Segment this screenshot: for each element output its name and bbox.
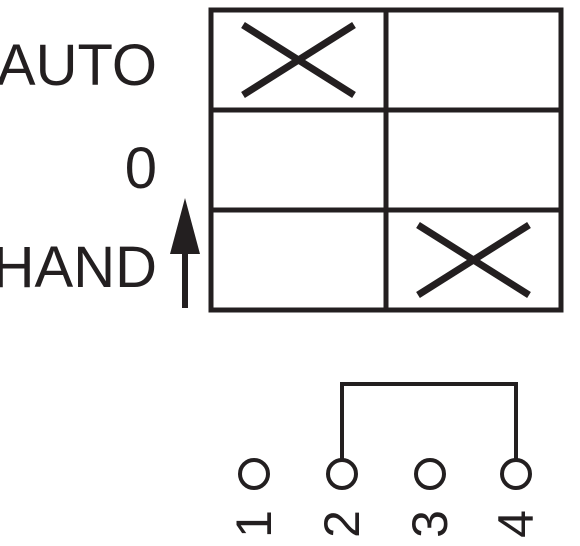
contact-marks	[241, 22, 531, 298]
terminal-label-2: 2	[314, 510, 370, 538]
position-label-off: 0	[125, 136, 157, 201]
terminal-1-icon	[238, 458, 270, 490]
contact-grid	[208, 7, 564, 313]
contact-closed-mark	[416, 222, 531, 298]
terminal-4-icon	[500, 458, 532, 490]
momentary-arrow-icon	[170, 198, 200, 308]
contact-bridge	[340, 382, 518, 460]
position-label-hand: HAND	[0, 235, 157, 300]
terminal-row: 1 2 3 4	[226, 458, 544, 538]
terminal-2-icon	[326, 458, 358, 490]
contact-closed-mark	[241, 22, 356, 98]
terminal-label-1: 1	[226, 510, 282, 538]
terminal-3-icon	[414, 458, 446, 490]
terminal-label-3: 3	[402, 510, 458, 538]
position-label-auto: AUTO	[0, 33, 157, 98]
terminal-label-4: 4	[488, 510, 544, 538]
